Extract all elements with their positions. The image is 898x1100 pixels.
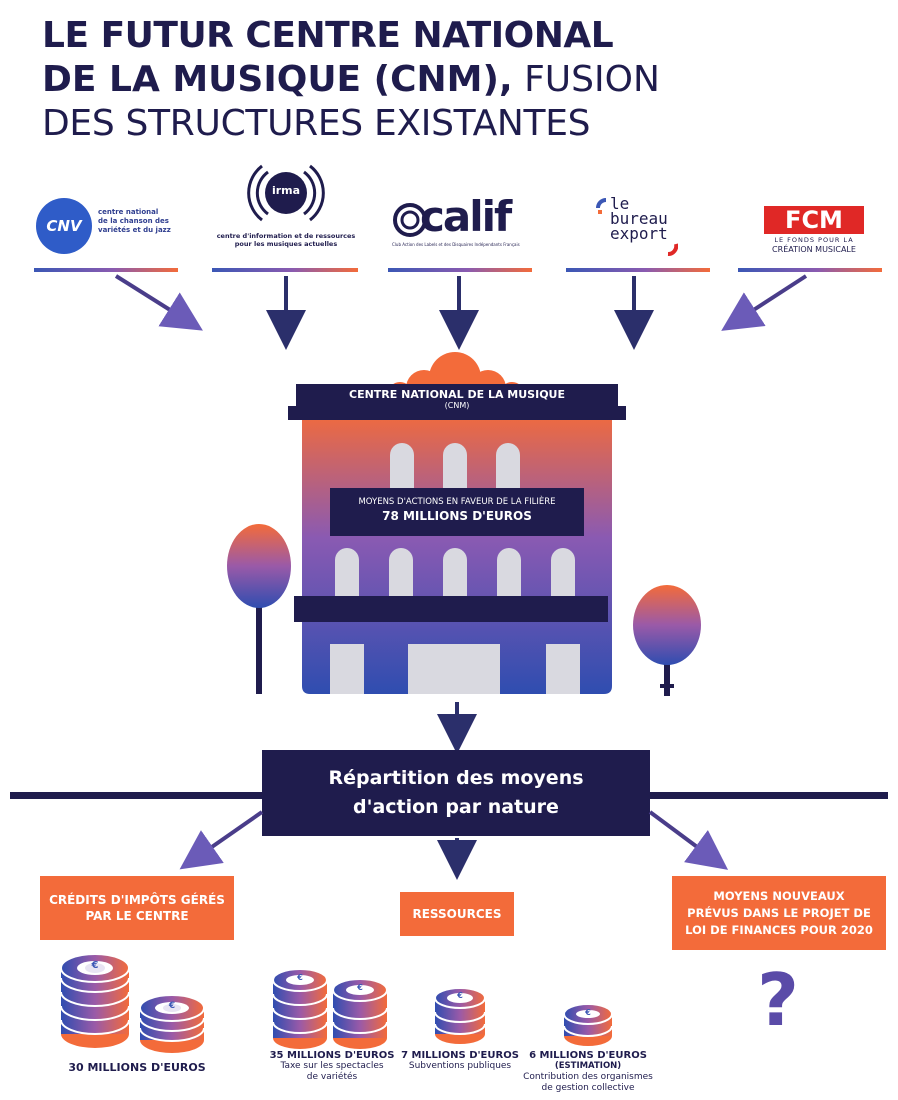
amount-contribution-estimation: (ESTIMATION) bbox=[554, 1061, 622, 1071]
arrow-cnv bbox=[114, 274, 203, 331]
arrow-nouveaux bbox=[648, 810, 729, 870]
category-nouveaux-line-1: MOYENS NOUVEAUX bbox=[713, 888, 845, 903]
amount-contribution-value: 6 MILLIONS D'EUROS bbox=[529, 1050, 647, 1061]
means-value: 78 MILLIONS D'EUROS bbox=[382, 509, 532, 523]
category-nouveaux-line-3: LOI DE FINANCES POUR 2020 bbox=[685, 922, 873, 937]
amount-contribution-line-2: de gestion collective bbox=[541, 1083, 635, 1093]
amount-taxe-value: 35 MILLIONS D'EUROS bbox=[269, 1050, 395, 1061]
underline-calif bbox=[388, 268, 532, 272]
centre-abbr: (CNM) bbox=[444, 401, 470, 410]
fcm-tagline-1: LE FONDS POUR LA bbox=[774, 236, 854, 244]
underline-bureau-export bbox=[566, 268, 710, 272]
coin-stack-taxe bbox=[272, 968, 388, 1049]
euro-symbol-4: € bbox=[357, 983, 363, 992]
amount-subventions-line-1: Subventions publiques bbox=[408, 1061, 512, 1071]
centre-name-label: CENTRE NATIONAL DE LA MUSIQUE bbox=[349, 388, 565, 401]
euro-symbol-5: € bbox=[457, 991, 463, 1000]
amount-subventions: 7 MILLIONS D'EUROS Subventions publiques bbox=[400, 1050, 520, 1072]
amount-taxe: 35 MILLIONS D'EUROS Taxe sur les spectac… bbox=[262, 1050, 402, 1083]
calif-mark: calif bbox=[420, 192, 512, 241]
coin-stack-contribution bbox=[563, 1003, 613, 1046]
irma-waves-icon bbox=[247, 164, 325, 222]
title-line-2: DE LA MUSIQUE (CNM), FUSION bbox=[42, 59, 660, 100]
building-band bbox=[294, 596, 608, 622]
logo-bureau-export: le bureau export bbox=[596, 196, 696, 262]
fcm-tagline-2: CRÉATION MUSICALE bbox=[772, 245, 856, 254]
category-ressources-label: RESSOURCES bbox=[412, 907, 502, 921]
underline-cnv bbox=[34, 268, 178, 272]
amount-contribution: 6 MILLIONS D'EUROS (ESTIMATION) Contribu… bbox=[518, 1050, 658, 1094]
cnv-mark: CNV bbox=[36, 198, 92, 254]
repartition-box bbox=[262, 750, 650, 836]
irma-text-line-2: pour les musiques actuelles bbox=[234, 240, 338, 248]
bureau-export-line-1: le bbox=[610, 194, 630, 213]
page-title: LE FUTUR CENTRE NATIONAL DE LA MUSIQUE (… bbox=[42, 14, 660, 146]
logo-cnv: CNV centre national de la chanson des va… bbox=[36, 198, 186, 260]
tree-left bbox=[227, 524, 291, 694]
logo-fcm: FCM LE FONDS POUR LA CRÉATION MUSICALE bbox=[758, 206, 870, 260]
arrow-credits bbox=[179, 810, 264, 870]
tree-right bbox=[633, 585, 701, 696]
underline-fcm bbox=[738, 268, 882, 272]
amount-contribution-line-1: Contribution des organismes bbox=[523, 1072, 653, 1082]
calif-tagline: Club Action des Labels et des Disquaires… bbox=[392, 242, 520, 247]
amount-credits: 30 MILLIONS D'EUROS bbox=[42, 1062, 232, 1073]
category-credits: CRÉDITS D'IMPÔTS GÉRÉS PAR LE CENTRE bbox=[40, 876, 234, 940]
building-banner bbox=[296, 384, 618, 420]
building-top-windows bbox=[390, 443, 520, 490]
euro-symbol-1: € bbox=[91, 960, 99, 971]
calif-c-icon bbox=[393, 203, 427, 237]
cnv-text-line-3: variétés et du jazz bbox=[98, 226, 171, 234]
arrow-fcm bbox=[721, 274, 808, 331]
underline-irma bbox=[212, 268, 358, 272]
repartition-line-1: Répartition des moyens bbox=[328, 767, 584, 789]
irma-text-line-1: centre d'information et de ressources bbox=[216, 232, 356, 240]
centre-name: CENTRE NATIONAL DE LA MUSIQUE (CNM) bbox=[296, 388, 618, 411]
means-label: MOYENS D'ACTIONS EN FAVEUR DE LA FILIÈRE bbox=[358, 497, 556, 507]
euro-symbol-2: € bbox=[168, 1001, 176, 1011]
logo-calif: calif Club Action des Labels et des Disq… bbox=[392, 192, 532, 258]
category-nouveaux-line-2: PRÉVUS DANS LE PROJET DE bbox=[687, 905, 871, 920]
means-box bbox=[330, 488, 584, 536]
fcm-mark: FCM bbox=[764, 206, 864, 234]
category-credits-line-2: PAR LE CENTRE bbox=[85, 909, 189, 923]
building-lower-windows bbox=[335, 548, 575, 596]
repartition-title: Répartition des moyens d'action par natu… bbox=[262, 764, 650, 822]
category-nouveaux: MOYENS NOUVEAUX PRÉVUS DANS LE PROJET DE… bbox=[672, 876, 886, 950]
bureau-export-line-3: export bbox=[610, 224, 668, 243]
bureau-export-swirl-icon bbox=[596, 198, 607, 214]
cnv-text-line-1: centre national bbox=[98, 208, 159, 216]
amount-taxe-line-1: Taxe sur les spectacles bbox=[280, 1061, 384, 1071]
irma-mark: irma bbox=[271, 184, 301, 197]
amount-taxe-line-2: de variétés bbox=[306, 1072, 358, 1082]
title-line-1: LE FUTUR CENTRE NATIONAL bbox=[42, 15, 614, 56]
coin-stack-subventions bbox=[434, 987, 486, 1044]
means-text: MOYENS D'ACTIONS EN FAVEUR DE LA FILIÈRE… bbox=[330, 496, 584, 524]
euro-symbol-3: € bbox=[297, 973, 303, 982]
category-credits-line-1: CRÉDITS D'IMPÔTS GÉRÉS bbox=[49, 893, 225, 907]
euro-symbol-6: € bbox=[585, 1008, 591, 1017]
logo-irma: irma centre d'information et de ressourc… bbox=[212, 160, 360, 260]
bureau-export-line-2: bureau bbox=[610, 209, 668, 228]
category-ressources: RESSOURCES bbox=[400, 892, 514, 936]
title-line-3: DES STRUCTURES EXISTANTES bbox=[42, 103, 591, 144]
bureau-export-mark-icon bbox=[667, 243, 678, 256]
repartition-line-2: d'action par nature bbox=[353, 796, 559, 818]
cnv-text-line-2: de la chanson des bbox=[98, 217, 169, 225]
amount-credits-value: 30 MILLIONS D'EUROS bbox=[68, 1061, 206, 1074]
amount-subventions-value: 7 MILLIONS D'EUROS bbox=[401, 1050, 519, 1061]
building-doors bbox=[330, 644, 580, 694]
question-mark: ? bbox=[757, 958, 799, 1042]
coin-stack-credits bbox=[60, 953, 205, 1053]
